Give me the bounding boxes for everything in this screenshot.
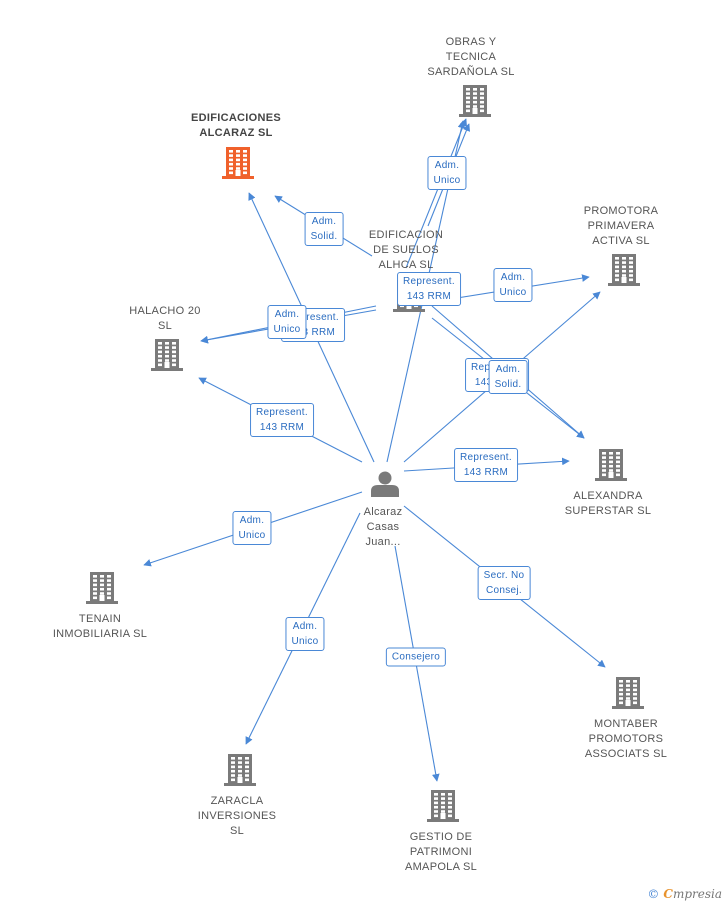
edge-label: Consejero	[385, 647, 447, 667]
node-label-zaracla: ZARACLA INVERSIONES SL	[197, 795, 277, 837]
node-label-montaber: MONTABER PROMOTORS ASSOCIATS SL	[584, 718, 668, 760]
empresia-watermark: ©Cmpresia	[647, 887, 722, 901]
brand-name: mpresia	[672, 887, 722, 901]
edge-label: Represent. 143 RRM	[250, 403, 314, 437]
edge-label: Represent. 143 RRM	[397, 272, 461, 306]
edge-label: Secr. No Consej.	[477, 566, 531, 600]
building-icon	[86, 572, 118, 604]
edge-edificacion_suelos-to-obras	[405, 118, 467, 269]
node-label-edificaciones: EDIFICACIONES ALCARAZ SL	[190, 112, 282, 139]
node-label-halacho: HALACHO 20 SL	[129, 305, 201, 332]
node-label-person: Alcaraz Casas Juan...	[363, 506, 403, 548]
node-label-obras: OBRAS Y TECNICA SARDAÑOLA SL	[427, 36, 515, 78]
brand-letter: C	[663, 887, 673, 901]
edge-label: Adm. Unico	[427, 156, 467, 190]
building-icon	[222, 147, 254, 179]
building-icon	[612, 677, 644, 709]
building-icon	[595, 449, 627, 481]
building-icon	[427, 790, 459, 822]
edge-label: Adm. Solid.	[304, 212, 344, 246]
edge-label: Adm. Unico	[493, 268, 533, 302]
node-label-edificacion-suelos: EDIFICACION DE SUELOS ALHCA SL	[368, 229, 444, 271]
edge-label: Adm. Solid.	[488, 360, 528, 394]
person-icon	[371, 471, 399, 497]
node-label-promotora: PROMOTORA PRIMAVERA ACTIVA SL	[583, 205, 659, 247]
building-icon	[608, 254, 640, 286]
building-icon	[224, 754, 256, 786]
edge-label: Adm. Unico	[285, 617, 325, 651]
copyright-icon: ©	[647, 887, 660, 901]
icons-layer	[86, 85, 644, 822]
node-label-tenain: TENAIN INMOBILIARIA SL	[52, 613, 148, 640]
edges-layer	[143, 118, 606, 782]
building-icon	[151, 339, 183, 371]
building-icon	[459, 85, 491, 117]
edge-label: Adm. Unico	[232, 511, 272, 545]
node-label-alexandra: ALEXANDRA SUPERSTAR SL	[564, 490, 652, 517]
edge-label: Adm. Unico	[267, 305, 307, 339]
node-label-gestio: GESTIO DE PATRIMONI AMAPOLA SL	[404, 831, 478, 873]
edge-label: Represent. 143 RRM	[454, 448, 518, 482]
